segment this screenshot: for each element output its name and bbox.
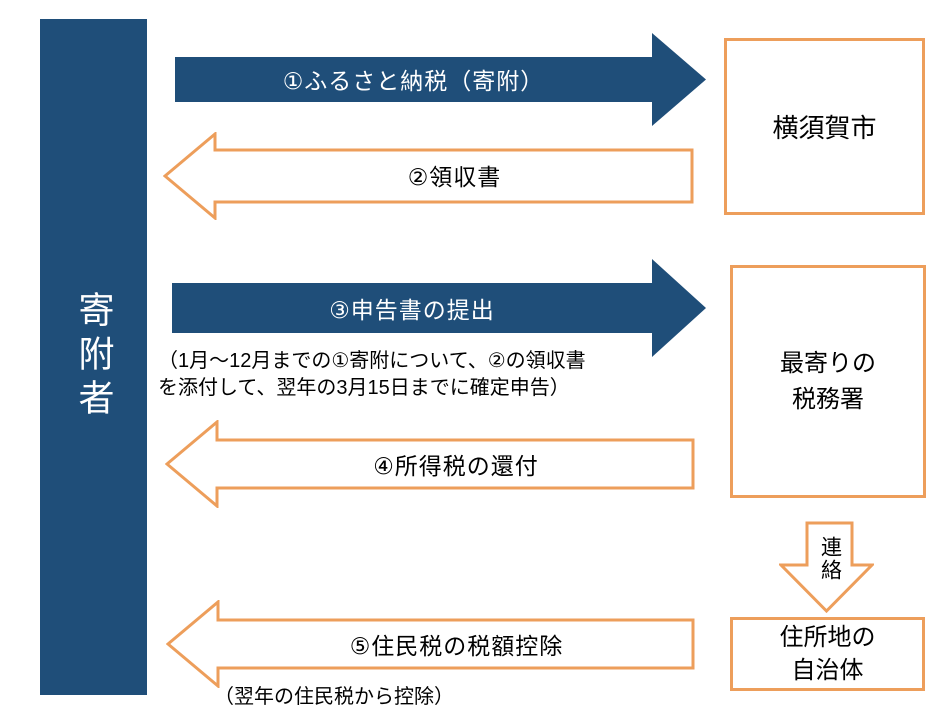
box-municipality-label-line1: 住所地の	[779, 624, 876, 651]
box-yokosuka-city: 横須賀市	[724, 38, 925, 215]
arrow-resident-tax-credit-left	[166, 600, 695, 688]
arrow-furusato-nozei-label: ①ふるさと納税（寄附）	[282, 67, 545, 94]
box-tax-office-label-line2: 税務署	[792, 385, 864, 413]
box-municipality: 住所地の 自治体	[730, 617, 925, 691]
arrow-renraku-down	[779, 521, 874, 614]
arrow-income-tax-refund-left	[165, 420, 695, 508]
renraku-label: 連絡	[818, 536, 842, 582]
resident-tax-note-line1: （翌年の住民税から控除）	[214, 686, 454, 708]
donor-bar: 寄附者	[40, 19, 147, 695]
tax-return-note-line1: （1月～12月までの①寄附について、②の領収書	[158, 350, 586, 372]
box-tax-office-label-line1: 最寄りの	[780, 349, 876, 377]
box-tax-office: 最寄りの 税務署	[730, 265, 926, 498]
donor-label: 寄附者	[73, 291, 115, 423]
arrow-furusato-nozei-right	[175, 33, 706, 126]
tax-return-note: （1月～12月までの①寄附について、②の領収書 を添付して、翌年の3月15日まで…	[158, 348, 586, 402]
tax-return-note-line2: を添付して、翌年の3月15日までに確定申告）	[158, 377, 570, 399]
box-yokosuka-city-label: 横須賀市	[772, 113, 877, 143]
arrow-receipt-left	[163, 132, 694, 220]
arrow-resident-tax-credit-label: ⑤住民税の税額控除	[349, 633, 564, 659]
resident-tax-note: （翌年の住民税から控除）	[214, 684, 454, 711]
box-municipality-label-line2: 自治体	[791, 657, 864, 684]
arrow-income-tax-refund-label: ④所得税の還付	[373, 453, 539, 479]
arrow-receipt-label: ②領収書	[407, 164, 502, 190]
arrow-tax-return-label: ③申告書の提出	[329, 297, 495, 323]
arrow-tax-return-right	[172, 259, 706, 357]
